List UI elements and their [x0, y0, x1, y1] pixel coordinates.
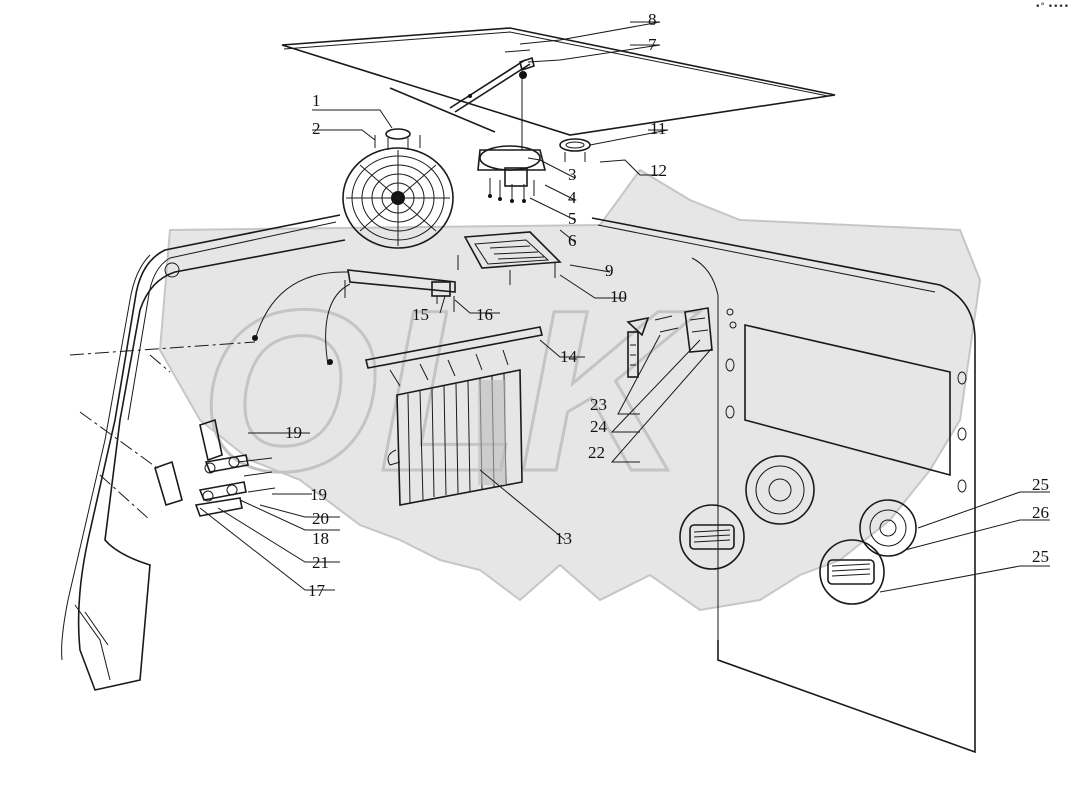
callout-25a: 25 [1032, 475, 1049, 494]
callout-17: 17 [308, 581, 326, 600]
left-side-panel [61, 214, 346, 691]
callout-24: 24 [590, 417, 608, 436]
watermark-text: OLK [200, 262, 700, 519]
callout-8: 8 [648, 10, 657, 29]
callout-10: 10 [610, 287, 627, 306]
fan-assembly [342, 128, 454, 249]
callout-7: 7 [648, 35, 657, 54]
wiper-assembly [389, 49, 535, 150]
light-bar [252, 269, 456, 366]
roof-grommet [559, 138, 591, 162]
callout-21: 21 [312, 553, 329, 572]
door-speakers [679, 455, 917, 605]
callout-6: 6 [568, 231, 577, 250]
callout-3: 3 [568, 165, 577, 184]
callout-26: 26 [1032, 503, 1049, 522]
callout-25b: 25 [1032, 547, 1049, 566]
callout-labels: 1 2 3 4 5 6 7 8 9 10 11 12 13 14 15 16 1… [285, 10, 1049, 600]
right-door-panel [591, 217, 976, 754]
roof-panel [281, 27, 836, 136]
center-lines [69, 341, 256, 521]
callout-23: 23 [590, 395, 607, 414]
callout-12: 12 [650, 161, 667, 180]
callout-19a: 19 [285, 423, 302, 442]
callout-16: 16 [476, 305, 493, 324]
curtain-rail [365, 326, 543, 387]
callout-1: 1 [312, 91, 321, 110]
callout-2: 2 [312, 119, 321, 138]
callout-9: 9 [605, 261, 614, 280]
corner-mark: •° •••• [1035, 2, 1069, 12]
callout-18: 18 [312, 529, 329, 548]
door-latch [626, 307, 737, 378]
callout-20: 20 [312, 509, 329, 528]
callout-14: 14 [560, 347, 578, 366]
tray [457, 231, 562, 285]
curtain [387, 369, 523, 506]
callout-15: 15 [412, 305, 429, 324]
leader-lines [199, 21, 1050, 593]
wiper-motor [477, 145, 547, 203]
grab-handles [154, 418, 276, 517]
callout-13: 13 [555, 529, 572, 548]
callout-19b: 19 [310, 485, 327, 504]
callout-5: 5 [568, 209, 577, 228]
callout-11: 11 [650, 119, 666, 138]
callout-4: 4 [568, 188, 577, 207]
callout-22: 22 [588, 443, 605, 462]
